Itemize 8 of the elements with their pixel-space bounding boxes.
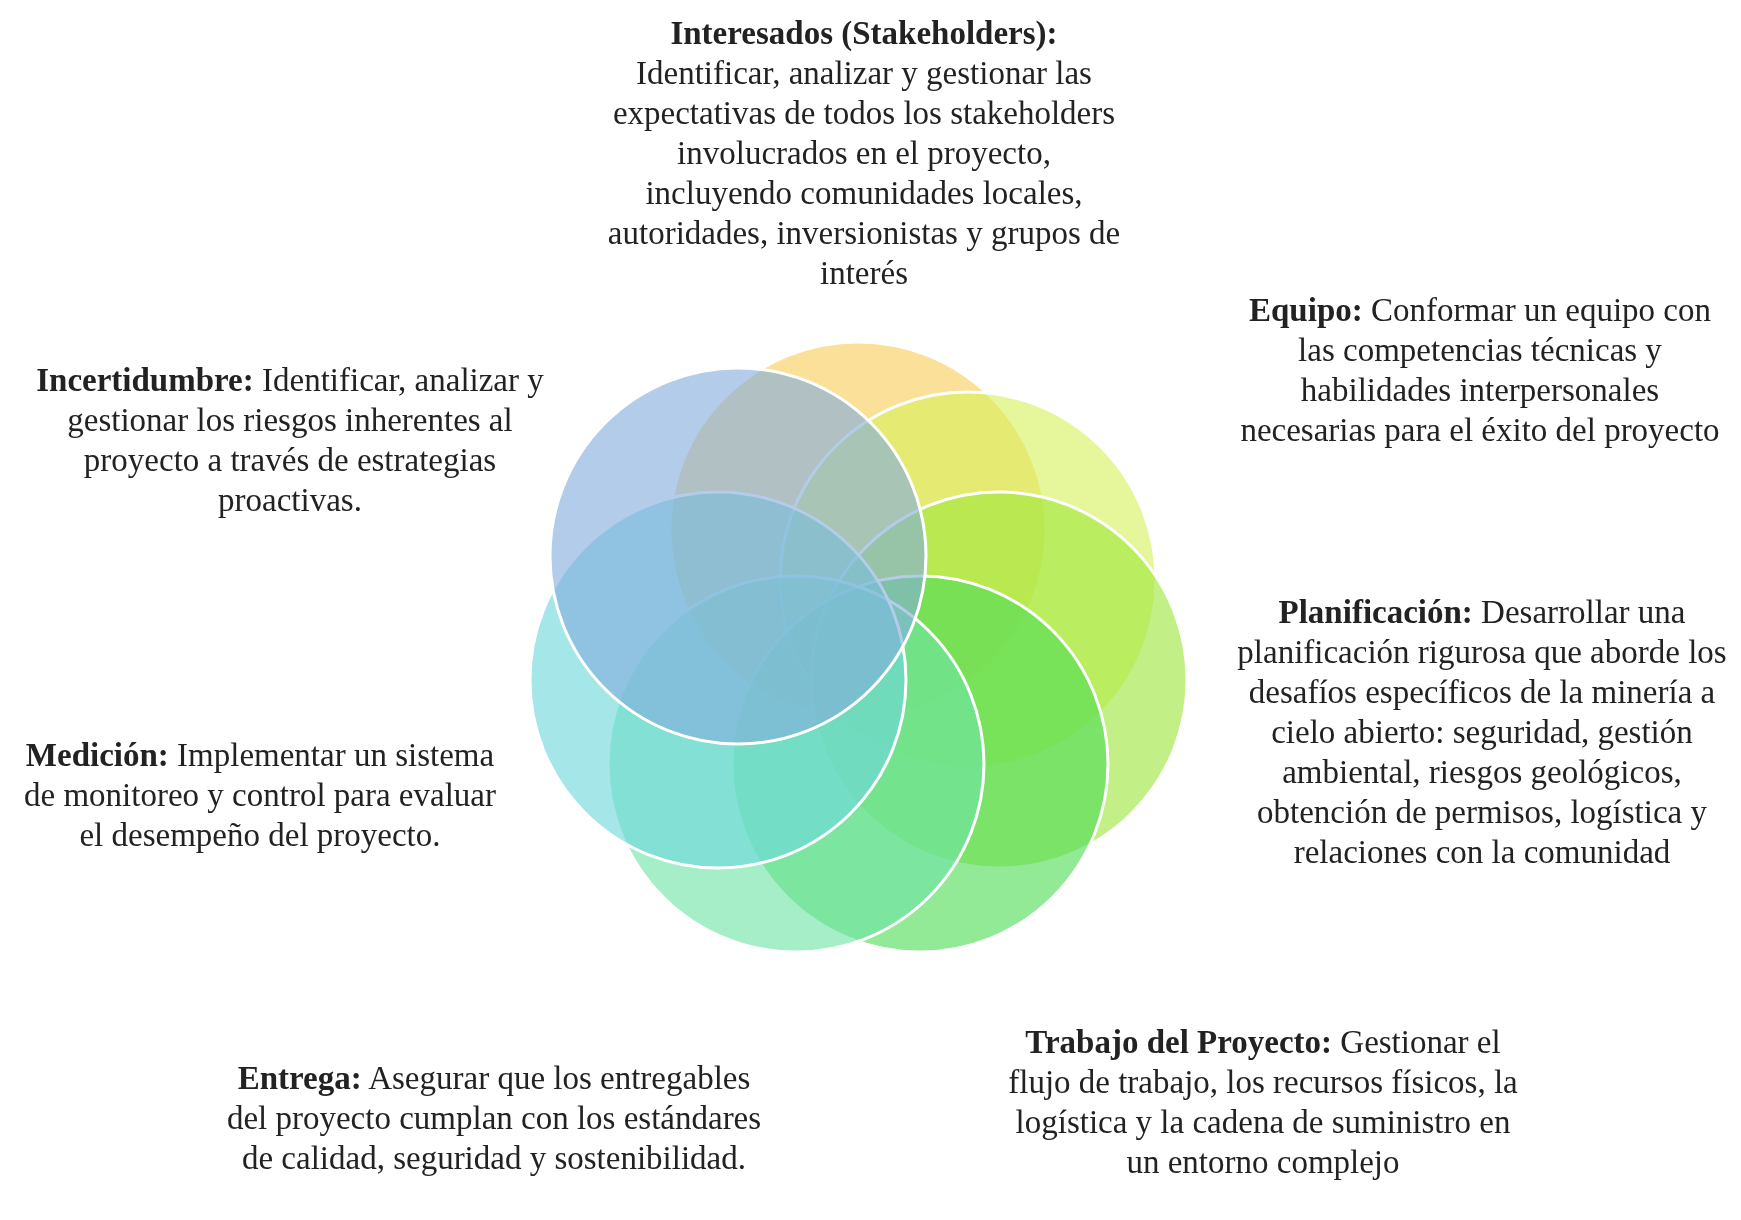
principle-description: Incertidumbre: Identificar, analizar y gestionar los riesgos inherentes al proyecto a través de estrategias proactivas. [35, 361, 545, 520]
principle-description: Medición: Implementar un sistema de monitoreo y control para evaluar el desempeño del proyecto. [23, 736, 497, 855]
overlapping-circle [548, 366, 928, 746]
principle-description: Trabajo del Proyecto: Gestionar el flujo de trabajo, los recursos físicos, la logística y la cadena de suministro en un entorno complejo [1007, 1023, 1519, 1182]
principle-description: Entrega: Asegurar que los entregables del proyecto cumplan con los estándares de calidad, seguridad y sostenibilidad. [225, 1059, 763, 1178]
principle-description: Equipo: Conformar un equipo con las competencias técnicas y habilidades interpersonales necesarias para el éxito del proyecto [1239, 291, 1721, 450]
principle-description: Planificación: Desarrollar una planificación rigurosa que aborde los desafíos específicos de la minería a cielo abierto: seguridad, gestión ambiental, riesgos geológicos, obtención de permisos, logística y relaciones con la comunidad [1236, 593, 1728, 872]
principle-description: Interesados (Stakeholders): Identificar, analizar y gestionar las expectativas de todos los stakeholders involucrados en el proyecto, incluyendo comunidades locales, autoridades, inversionistas y grupos de interés [606, 14, 1122, 293]
